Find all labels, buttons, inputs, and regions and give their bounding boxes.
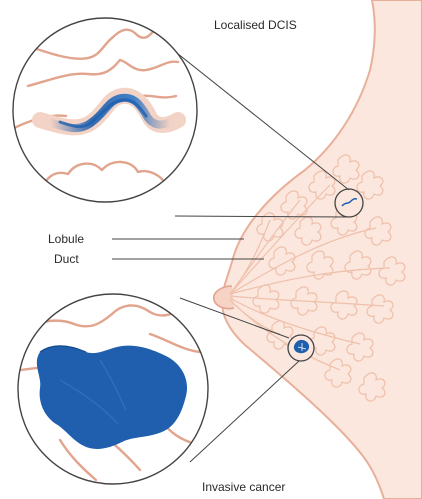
dcis-magnified-view [10, 11, 197, 202]
label-lobule: Lobule [48, 232, 84, 246]
invasive-magnified-view [18, 294, 208, 484]
nipple [214, 286, 234, 309]
label-localised-dcis: Localised DCIS [214, 18, 297, 32]
label-duct: Duct [54, 252, 79, 266]
label-invasive-cancer: Invasive cancer [202, 480, 285, 494]
breast-shape [222, 0, 422, 499]
